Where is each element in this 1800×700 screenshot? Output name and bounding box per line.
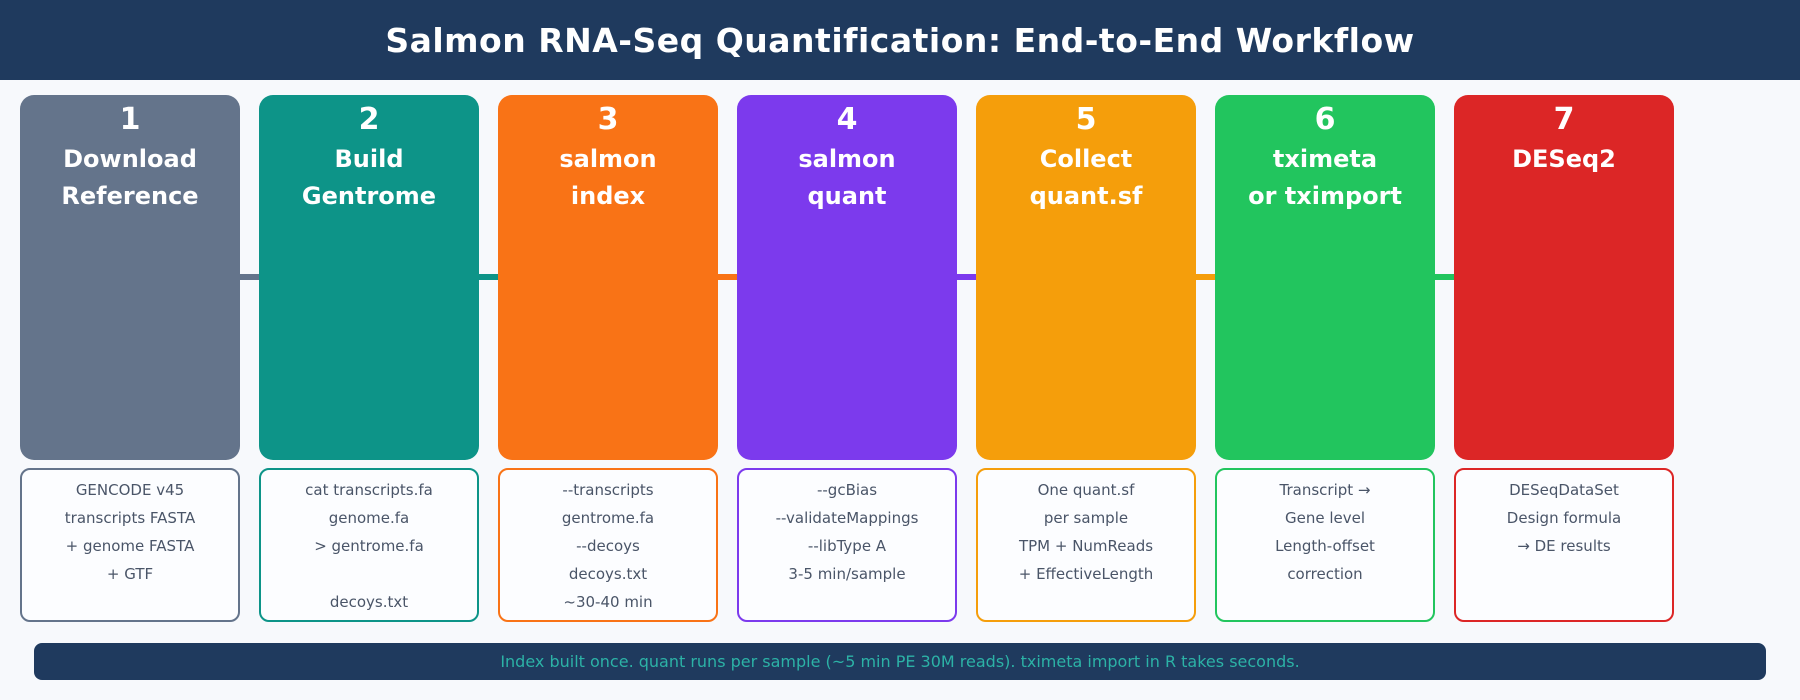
detail-line bbox=[26, 588, 234, 616]
detail-line: > gentrome.fa bbox=[314, 537, 424, 555]
detail-line: --transcripts bbox=[562, 481, 654, 499]
footer-note: Index built once. quant runs per sample … bbox=[500, 652, 1300, 671]
step-number: 1 bbox=[119, 102, 141, 137]
step-title: DESeq2 bbox=[1454, 141, 1674, 178]
detail-line bbox=[1221, 588, 1429, 616]
step-title-line1: Download bbox=[63, 145, 197, 173]
detail-line: Length-offset bbox=[1275, 537, 1375, 555]
detail-box: DESeqDataSet Design formula → DE results bbox=[1454, 468, 1674, 622]
detail-line: transcripts FASTA bbox=[64, 509, 196, 527]
step-title: tximeta or tximport bbox=[1215, 141, 1435, 215]
step-title-line1: tximeta bbox=[1272, 145, 1378, 173]
detail-line: cat transcripts.fa bbox=[305, 481, 433, 499]
workflow-step-1: 1 Download Reference GENCODE v45 transcr… bbox=[20, 95, 259, 622]
detail-box: Transcript → Gene level Length-offset co… bbox=[1215, 468, 1435, 622]
detail-box: GENCODE v45 transcripts FASTA + genome F… bbox=[20, 468, 240, 622]
connector-line bbox=[479, 274, 498, 280]
step-title-line2: Reference bbox=[61, 182, 199, 210]
step-title-line2: index bbox=[570, 182, 646, 210]
step-number: 7 bbox=[1553, 102, 1575, 137]
step-title-line1: DESeq2 bbox=[1512, 145, 1616, 173]
step-title: salmon quant bbox=[737, 141, 957, 215]
step-title-line1: salmon bbox=[798, 145, 896, 173]
detail-box: --transcripts gentrome.fa --decoys decoy… bbox=[498, 468, 718, 622]
detail-line: decoys.txt bbox=[329, 593, 409, 611]
detail-line: TPM + NumReads bbox=[1018, 537, 1154, 555]
connector-line bbox=[1435, 274, 1454, 280]
step-number: 5 bbox=[1075, 102, 1097, 137]
step-title-line2: quant bbox=[807, 182, 887, 210]
detail-line bbox=[982, 588, 1190, 616]
step-title-line2: quant.sf bbox=[1029, 182, 1143, 210]
step-card: 2 Build Gentrome bbox=[259, 95, 479, 460]
step-card: 4 salmon quant bbox=[737, 95, 957, 460]
detail-line: gentrome.fa bbox=[561, 509, 655, 527]
detail-line: → DE results bbox=[1517, 537, 1611, 555]
step-title: salmon index bbox=[498, 141, 718, 215]
workflow-step-3: 3 salmon index --transcripts gentrome.fa… bbox=[498, 95, 737, 622]
header-bar: Salmon RNA-Seq Quantification: End-to-En… bbox=[0, 0, 1800, 80]
step-title-line2: Gentrome bbox=[301, 182, 437, 210]
detail-box: One quant.sf per sample TPM + NumReads +… bbox=[976, 468, 1196, 622]
detail-line bbox=[1460, 560, 1668, 588]
detail-line: Design formula bbox=[1506, 509, 1622, 527]
step-number: 3 bbox=[597, 102, 619, 137]
step-card: 1 Download Reference bbox=[20, 95, 240, 460]
detail-line: Gene level bbox=[1284, 509, 1366, 527]
detail-line: 3-5 min/sample bbox=[788, 565, 906, 583]
detail-line: correction bbox=[1287, 565, 1363, 583]
detail-line: + GTF bbox=[106, 565, 154, 583]
detail-line: per sample bbox=[1043, 509, 1129, 527]
workflow-step-2: 2 Build Gentrome cat transcripts.fa geno… bbox=[259, 95, 498, 622]
detail-box: --gcBias --validateMappings --libType A … bbox=[737, 468, 957, 622]
detail-line: + EffectiveLength bbox=[1018, 565, 1154, 583]
connector-line bbox=[957, 274, 976, 280]
step-title-line2: or tximport bbox=[1248, 182, 1402, 210]
detail-line bbox=[265, 560, 473, 588]
detail-line bbox=[1460, 588, 1668, 616]
footer-note-bar: Index built once. quant runs per sample … bbox=[34, 643, 1766, 680]
detail-line: --validateMappings bbox=[775, 509, 919, 527]
detail-line: genome.fa bbox=[328, 509, 410, 527]
step-title: Download Reference bbox=[20, 141, 240, 215]
connector-line bbox=[718, 274, 737, 280]
workflow-step-5: 5 Collect quant.sf One quant.sf per samp… bbox=[976, 95, 1215, 622]
detail-line bbox=[743, 588, 951, 616]
step-title: Build Gentrome bbox=[259, 141, 479, 215]
detail-line: --libType A bbox=[807, 537, 887, 555]
step-number: 6 bbox=[1314, 102, 1336, 137]
detail-box: cat transcripts.fa genome.fa > gentrome.… bbox=[259, 468, 479, 622]
step-title-line1: Build bbox=[334, 145, 404, 173]
workflow-step-7: 7 DESeq2 DESeqDataSet Design formula → D… bbox=[1454, 95, 1674, 622]
detail-line: --decoys bbox=[576, 537, 640, 555]
step-number: 2 bbox=[358, 102, 380, 137]
page-title: Salmon RNA-Seq Quantification: End-to-En… bbox=[385, 20, 1415, 60]
step-card: 7 DESeq2 bbox=[1454, 95, 1674, 460]
detail-line: + genome FASTA bbox=[65, 537, 195, 555]
workflow-steps-row: 1 Download Reference GENCODE v45 transcr… bbox=[0, 95, 1800, 622]
step-number: 4 bbox=[836, 102, 858, 137]
step-card: 3 salmon index bbox=[498, 95, 718, 460]
connector-line bbox=[240, 274, 259, 280]
step-title-line1: salmon bbox=[559, 145, 657, 173]
step-title-line1: Collect bbox=[1039, 145, 1133, 173]
detail-line: Transcript → bbox=[1279, 481, 1371, 499]
step-title: Collect quant.sf bbox=[976, 141, 1196, 215]
connector-line bbox=[1196, 274, 1215, 280]
workflow-step-4: 4 salmon quant --gcBias --validateMappin… bbox=[737, 95, 976, 622]
detail-line: GENCODE v45 bbox=[75, 481, 185, 499]
workflow-step-6: 6 tximeta or tximport Transcript → Gene … bbox=[1215, 95, 1454, 622]
step-card: 6 tximeta or tximport bbox=[1215, 95, 1435, 460]
detail-line: decoys.txt bbox=[568, 565, 648, 583]
detail-line: --gcBias bbox=[816, 481, 878, 499]
detail-line: ~30-40 min bbox=[563, 593, 653, 611]
step-card: 5 Collect quant.sf bbox=[976, 95, 1196, 460]
detail-line: DESeqDataSet bbox=[1509, 481, 1619, 499]
detail-line: One quant.sf bbox=[1037, 481, 1135, 499]
